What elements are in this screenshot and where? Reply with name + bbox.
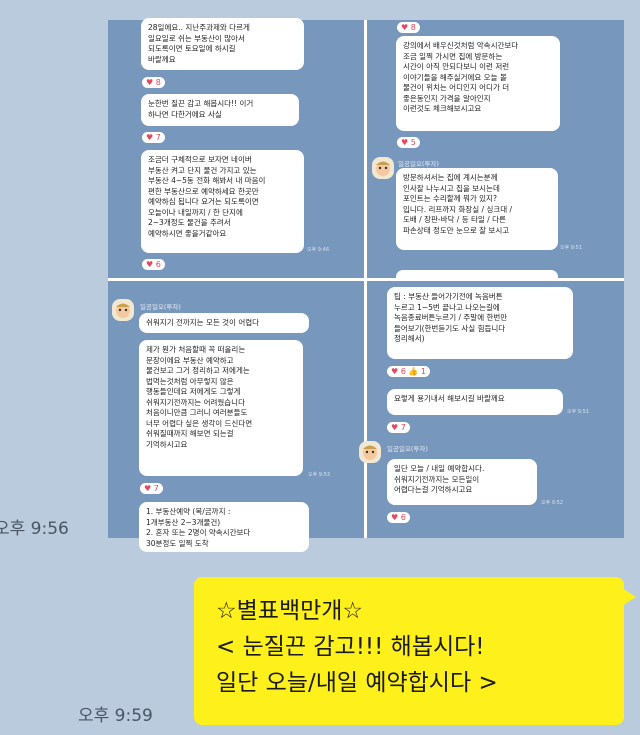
collage-panel-bottom-left: 일공일오(투자) 쉬워지기 전까지는 모든 것이 어렵다 제가 뭔가 처음할때 … <box>108 281 364 552</box>
heart-reaction: ♥ 7 <box>142 132 165 143</box>
avatar-face-icon <box>376 161 390 176</box>
profile-avatar[interactable] <box>359 441 381 463</box>
chat-bubble: 강의에서 배우신것처럼 악속시간보다 조금 일찍 가시면 집에 방문하는 시간이… <box>396 36 560 131</box>
chat-bubble: 일단 오늘 / 내일 예약합시다. 쉬워지기전까지는 모든일이 어렵다는걸 기억… <box>387 459 537 505</box>
chat-bubble: 쉬워지기 전까지는 모든 것이 어렵다 <box>139 313 309 333</box>
chat-bubble: 제가 뭔가 처음할때 꼭 떠올리는 문장이에요 부동산 예약하고 물건보고 그거… <box>139 340 303 476</box>
message-line-1: ☆별표백만개☆ <box>216 598 364 624</box>
message-time: 오후 9:53 <box>308 472 331 478</box>
profile-avatar[interactable] <box>372 157 394 179</box>
message-line-2: < 눈질끈 감고!!! 해봅시다! <box>216 634 485 660</box>
collage-panel-bottom-right: 팁 : 부동산 들어가기전에 녹음버튼 누르고 1~5번 끝나고 나오는길에 녹… <box>359 281 624 538</box>
heart-reaction: ♥ 6 <box>142 259 165 270</box>
avatar-face-icon <box>363 445 377 460</box>
heart-reaction: ♥ 5 <box>397 137 420 148</box>
heart-reaction: ♥ 8 <box>142 77 165 88</box>
chat-bubble: 요렇게 용기내서 해보시길 바랄께요 <box>387 389 563 415</box>
message-time: 오후 9:52 <box>541 500 564 506</box>
heart-reaction: ♥ 6 <box>387 512 410 523</box>
shared-screenshot-image[interactable]: 28일에요.. 지난주과제와 다르게 일요일로 쉬는 부동산이 많아서 되도록이… <box>108 18 624 552</box>
chat-bubble-partial <box>396 270 558 284</box>
image-message-timestamp: 오후 9:56 <box>0 519 69 539</box>
heart-reaction: ♥ 7 <box>140 483 163 494</box>
sender-nickname: 일공일오(투자) <box>398 160 439 168</box>
chat-bubble: 방문하셔서는 집에 계시는분께 인사잘 나누시고 집을 보시는데 포인트는 수리… <box>396 168 558 250</box>
message-time: 오후 9:46 <box>307 247 330 253</box>
avatar-face-icon <box>116 303 130 318</box>
sender-nickname: 일공일오(투자) <box>387 445 428 453</box>
chat-bubble: 조금더 구체적으로 보자면 네이버 부동산 켜고 단지 물건 가지고 있는 부동… <box>141 150 304 253</box>
message-line-3: 일단 오늘/내일 예약합시다 > <box>216 670 498 696</box>
sender-nickname: 일공일오(투자) <box>140 303 181 311</box>
text-message-timestamp: 오후 9:59 <box>78 706 153 726</box>
profile-avatar[interactable] <box>112 299 134 321</box>
heart-reaction: ♥ 7 <box>387 422 410 433</box>
chat-bubble: 28일에요.. 지난주과제와 다르게 일요일로 쉬는 부동산이 많아서 되도록이… <box>141 18 304 70</box>
message-bubble-tail <box>622 588 636 606</box>
chat-bubble: 팁 : 부동산 들어가기전에 녹음버튼 누르고 1~5번 끝나고 나오는길에 녹… <box>387 287 573 359</box>
heart-reaction: ♥ 8 <box>397 22 420 33</box>
chat-bubble: 눈한번 질끈 감고 해봅시다!! 이거 하나면 다한거에요 사실 <box>141 94 299 126</box>
chat-bubble: 1. 부동산예약 (목/금까지 : 1개부동산 2~3개물건) 2. 혼자 또는… <box>139 502 309 552</box>
collage-panel-top-left: 28일에요.. 지난주과제와 다르게 일요일로 쉬는 부동산이 많아서 되도록이… <box>108 18 364 278</box>
message-time: 오후 9:51 <box>567 409 590 415</box>
heart-reaction: ♥ 6 👍 1 <box>387 366 430 377</box>
message-time: 오후 9:51 <box>560 245 583 251</box>
my-message-bubble[interactable]: ☆별표백만개☆ < 눈질끈 감고!!! 해봅시다! 일단 오늘/내일 예약합시다… <box>194 577 624 725</box>
collage-panel-top-right: ♥ 8 강의에서 배우신것처럼 악속시간보다 조금 일찍 가시면 집에 방문하는… <box>367 20 624 284</box>
